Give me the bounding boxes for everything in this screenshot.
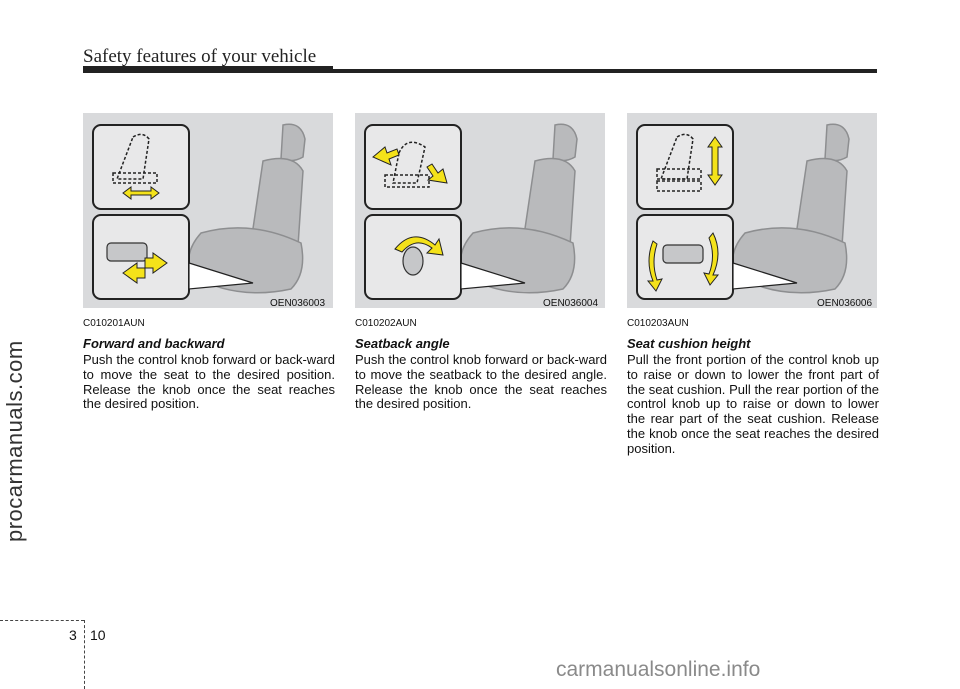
figure-cushion-height — [627, 113, 877, 308]
figure-code: OEN036004 — [543, 298, 599, 309]
figure-code: OEN036003 — [270, 298, 326, 309]
section-body: Push the control knob forward or back-wa… — [83, 352, 335, 412]
section-cushion-height: C010203AUN Seat cushion height Pull the … — [627, 318, 879, 457]
figure-forward-backward — [83, 113, 333, 308]
seat-icon — [731, 123, 850, 294]
section-body: Push the control knob forward or back-wa… — [355, 352, 607, 412]
inset-bottom — [364, 214, 462, 300]
inset-top — [636, 124, 734, 210]
chapter-number: 3 — [69, 627, 77, 643]
inset-top — [92, 124, 190, 210]
inset-top — [364, 124, 462, 210]
callout-pointer — [732, 262, 798, 290]
footer-rule — [0, 620, 84, 621]
section-code: C010202AUN — [355, 318, 417, 329]
header-rule-accent — [83, 66, 333, 72]
figure-seatback-angle — [355, 113, 605, 308]
seat-icon — [459, 123, 578, 294]
page-number: 10 — [90, 627, 106, 643]
inset-bottom — [636, 214, 734, 300]
page-header-title: Safety features of your vehicle — [83, 46, 317, 67]
section-title: Seat cushion height — [627, 336, 751, 351]
section-seatback-angle: C010202AUN Seatback angle Push the contr… — [355, 318, 607, 412]
seat-illustration-1 — [92, 123, 306, 300]
section-body: Pull the front portion of the control kn… — [627, 352, 879, 456]
figure-code: OEN036006 — [817, 298, 873, 309]
seat-illustration-2 — [364, 123, 578, 300]
section-code: C010201AUN — [83, 318, 145, 329]
side-watermark-text: procarmanuals.com — [2, 340, 27, 542]
section-code: C010203AUN — [627, 318, 689, 329]
inset-bottom — [92, 214, 190, 300]
header-rule — [83, 69, 877, 73]
section-title: Forward and backward — [83, 336, 225, 351]
callout-pointer — [188, 262, 254, 290]
seat-illustration-3 — [636, 123, 850, 300]
section-title: Seatback angle — [355, 336, 450, 351]
footer-watermark: carmanualsonline.info — [556, 658, 761, 681]
seat-icon — [187, 123, 306, 294]
callout-pointer — [460, 262, 526, 290]
section-forward-backward: C010201AUN Forward and backward Push the… — [83, 318, 335, 412]
footer-divider — [84, 620, 85, 689]
